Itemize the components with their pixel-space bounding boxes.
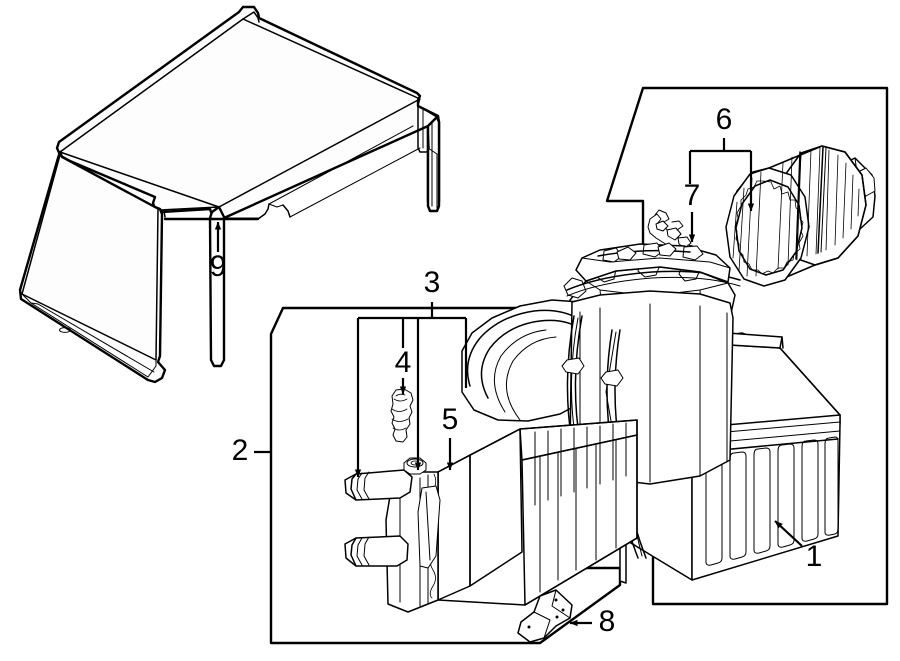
part-6-blower-fan <box>725 145 876 287</box>
callout-5: 5 <box>442 403 459 471</box>
callout-label-6: 6 <box>716 103 733 136</box>
part-5-heater-core <box>344 419 638 613</box>
callout-label-8: 8 <box>599 605 616 638</box>
callout-8: 8 <box>569 605 616 638</box>
callout-label-4: 4 <box>395 346 412 379</box>
callout-6: 6 <box>688 103 755 212</box>
callout-label-1: 1 <box>806 540 823 573</box>
part-8-mounting-bracket <box>517 589 573 643</box>
callout-label-3: 3 <box>424 266 441 299</box>
part-9-cover-panel <box>18 5 441 384</box>
callout-label-2: 2 <box>232 434 249 467</box>
upper-housing-detail <box>575 242 731 283</box>
callout-label-7: 7 <box>684 179 701 212</box>
callout-9: 9 <box>210 221 227 283</box>
callout-2: 2 <box>232 434 271 467</box>
callout-label-9: 9 <box>210 250 227 283</box>
callout-label-5: 5 <box>442 403 459 436</box>
callout-4: 4 <box>395 346 412 395</box>
callout-1: 1 <box>774 520 823 573</box>
callout-7: 7 <box>684 179 701 243</box>
part-4-grommet-plug <box>390 388 414 443</box>
callout-3: 3 <box>354 266 468 478</box>
